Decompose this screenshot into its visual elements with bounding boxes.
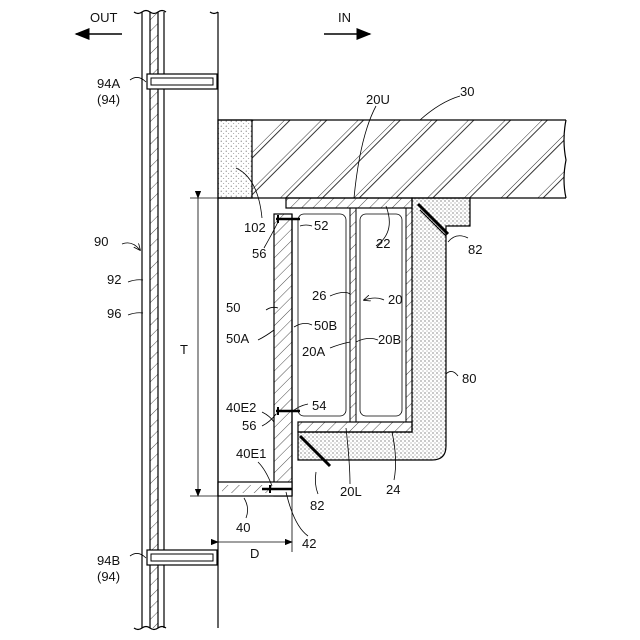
dimension-t	[190, 198, 218, 496]
fastener-94a	[147, 74, 217, 89]
label-90: 90	[94, 234, 108, 249]
label-42: 42	[302, 536, 316, 551]
label-54: 54	[312, 398, 326, 413]
label-50: 50	[226, 300, 240, 315]
label-56-bottom: 56	[242, 418, 256, 433]
label-52: 52	[314, 218, 328, 233]
label-56-top: 56	[252, 246, 266, 261]
label-30: 30	[460, 84, 474, 99]
label-94a: 94A	[97, 76, 120, 91]
label-96: 96	[107, 306, 121, 321]
label-80: 80	[462, 371, 476, 386]
label-94b: 94B	[97, 553, 120, 568]
label-102: 102	[244, 220, 266, 235]
label-24: 24	[386, 482, 400, 497]
floor-slab	[218, 120, 566, 198]
curtain-wall-panel	[134, 11, 218, 630]
label-20l: 20L	[340, 484, 362, 499]
label-in: IN	[338, 10, 351, 25]
label-50b: 50B	[314, 318, 337, 333]
label-out: OUT	[90, 10, 118, 25]
label-94b-sub: (94)	[97, 569, 120, 584]
label-20a: 20A	[302, 344, 325, 359]
label-50a: 50A	[226, 331, 249, 346]
label-20: 20	[388, 292, 402, 307]
label-20u: 20U	[366, 92, 390, 107]
label-t: T	[180, 342, 188, 357]
label-82-bottom: 82	[310, 498, 324, 513]
label-40e2: 40E2	[226, 400, 256, 415]
label-94a-sub: (94)	[97, 92, 120, 107]
label-40e1: 40E1	[236, 446, 266, 461]
label-d: D	[250, 546, 259, 561]
label-22: 22	[376, 236, 390, 251]
bracket-plate	[274, 214, 292, 496]
label-92: 92	[107, 272, 121, 287]
label-40: 40	[236, 520, 250, 535]
label-82-top: 82	[468, 242, 482, 257]
dimension-d	[218, 496, 292, 552]
label-20b: 20B	[378, 332, 401, 347]
beam	[286, 198, 412, 432]
label-26: 26	[312, 288, 326, 303]
fastener-94b	[147, 550, 217, 565]
